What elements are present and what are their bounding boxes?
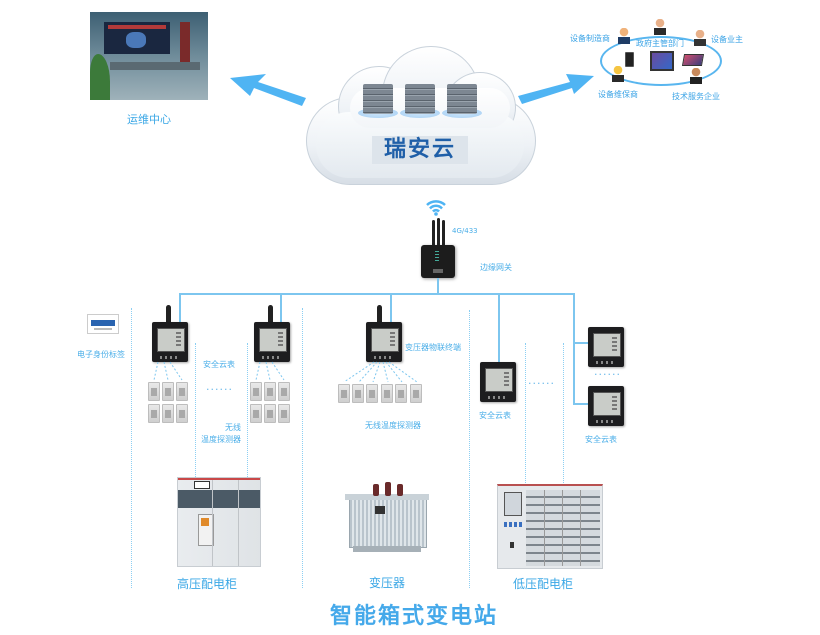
lv-meter-right-bottom (588, 386, 624, 426)
gateway-drop-line (437, 278, 439, 294)
server-icon (363, 84, 393, 114)
separator-line (131, 308, 132, 588)
separator-line (302, 308, 303, 588)
stakeholder-ring (600, 36, 722, 86)
transformer-terminal-label: 变压器物联终端 (405, 343, 461, 352)
hv-cable-line (247, 343, 248, 483)
lv-equipment-label: 低压配电柜 (513, 577, 574, 591)
stakeholder-center: 政府主管部门 (636, 39, 684, 48)
transformer-probe-label: 无线温度探测器 (365, 421, 421, 430)
lv-ellipsis-mid: ······ (528, 377, 555, 390)
ops-center-label: 运维中心 (127, 113, 171, 126)
bus-drop-terminal (390, 293, 392, 323)
laptop-icon (681, 54, 705, 66)
stakeholder-maintainer: 设备维保商 (598, 90, 638, 99)
bus-drop-lv-meter (498, 293, 500, 363)
hv-meter-label: 安全云表 (203, 360, 235, 369)
meter-antenna (377, 305, 382, 327)
person-icon (612, 66, 624, 82)
arrow-left-icon (230, 74, 306, 106)
bus-branch-lv-top (573, 342, 589, 344)
server-icon (405, 84, 435, 114)
diagram-title: 智能箱式变电站 (330, 604, 499, 629)
lv-cable-line (525, 343, 526, 483)
tablet-icon (650, 51, 674, 71)
server-icon (447, 84, 477, 114)
stakeholder-manufacturer: 设备制造商 (570, 34, 610, 43)
gateway-device (421, 245, 455, 278)
lv-cabinet-image (497, 484, 603, 569)
bus-drop-lv-right (573, 293, 575, 405)
hv-probe-label-2: 温度探测器 (201, 435, 241, 444)
transformer-terminal (366, 322, 402, 362)
transformer-image (345, 482, 429, 560)
wifi-icon (426, 200, 446, 216)
cloud-label-box (372, 136, 468, 164)
electronic-tag-label: 电子身份标签 (77, 350, 125, 359)
lv-ellipsis-right: ······ (594, 368, 621, 381)
hv-equipment-label: 高压配电柜 (177, 577, 238, 591)
person-icon (694, 30, 706, 46)
transformer-wireless-links (343, 361, 418, 383)
hv-meter-1 (152, 322, 188, 362)
separator-line (469, 310, 470, 588)
phone-icon (625, 52, 634, 67)
hv-wireless-links (153, 361, 285, 381)
person-icon (690, 68, 702, 84)
ops-center-photo (90, 12, 208, 100)
gateway-antenna (442, 220, 445, 246)
gateway-network: 4G/433 (452, 227, 478, 235)
hv-cabinet-image (177, 477, 261, 567)
hv-ellipsis: ······ (206, 383, 233, 396)
bus-drop-meter1 (179, 293, 181, 323)
gateway-antenna (437, 218, 440, 246)
meter-antenna (166, 305, 171, 327)
transformer-equipment-label: 变压器 (369, 576, 406, 590)
lv-meter-right-label: 安全云表 (585, 435, 617, 444)
electronic-tag-icon (87, 314, 119, 334)
hv-cable-line (195, 343, 196, 483)
bus-branch-lv-bottom (573, 403, 589, 405)
hv-probe-label-1: 无线 (225, 423, 241, 432)
stakeholder-owner: 设备业主 (711, 35, 743, 44)
person-icon (654, 19, 666, 35)
person-icon (618, 28, 630, 44)
gateway-label: 边缘网关 (480, 263, 512, 272)
arrow-right-icon (518, 74, 594, 104)
lv-meter-left (480, 362, 516, 402)
stakeholder-tech-service: 技术服务企业 (672, 92, 720, 101)
meter-antenna (268, 305, 273, 327)
lv-meter-right-top (588, 327, 624, 367)
bus-drop-meter2 (280, 293, 282, 323)
hv-meter-2 (254, 322, 290, 362)
lv-meter-left-label: 安全云表 (479, 411, 511, 420)
main-bus-line (179, 293, 575, 295)
gateway-antenna (432, 220, 435, 246)
lv-cable-line (563, 343, 564, 483)
cloud-label: 瑞安云 (383, 137, 456, 162)
